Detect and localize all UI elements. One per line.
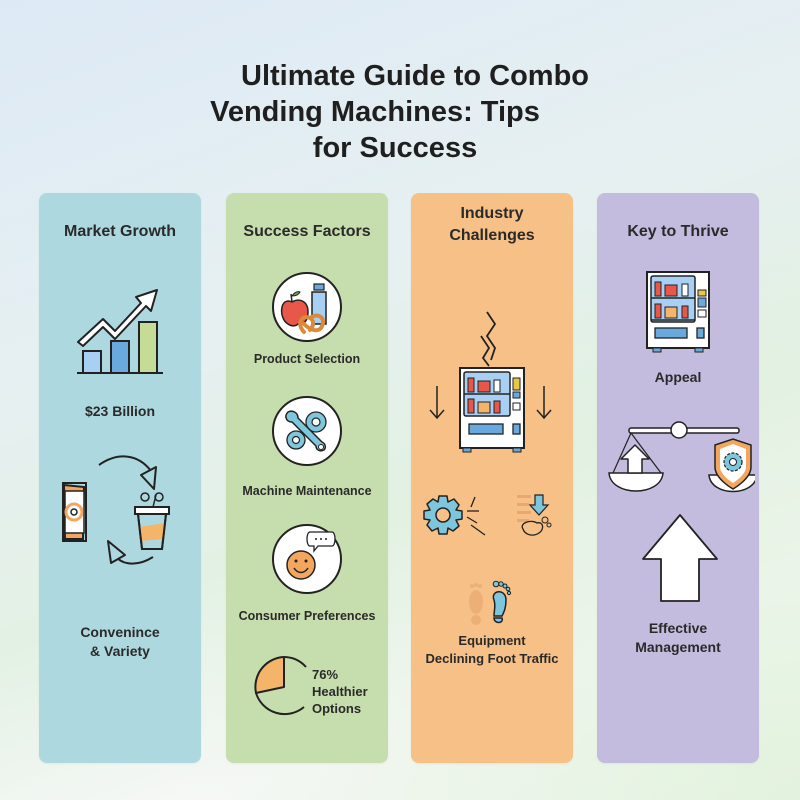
snack-drink-cycle-icon — [62, 455, 170, 565]
title-line-2: Vending Machines: Tips — [210, 96, 540, 128]
panel-heading: Industry Challenges — [449, 205, 535, 244]
product-selection-label: Product Selection — [253, 352, 361, 366]
balance-scale-icon — [608, 421, 755, 493]
consumer-preferences-icon-circle — [272, 524, 342, 594]
footprints-down-icon — [517, 494, 552, 536]
bar-chart-trend-arrow-icon — [77, 289, 163, 374]
machine-maintenance-label: Machine Maintenance — [242, 484, 372, 498]
apple-pretzel-water-icon — [280, 283, 327, 334]
title-line-3: for Success — [312, 132, 478, 164]
panel-heading: Success Factors — [243, 223, 371, 240]
maintenance-icon-circle — [272, 396, 342, 466]
panel-success-factors: Success Factors Product Selection Machin… — [226, 193, 388, 763]
healthier-options-stat: 76% Healthier Options — [312, 667, 368, 716]
panel-heading: Key to Thrive — [627, 223, 729, 240]
convenience-variety-label: Convenince & Variety — [80, 624, 160, 659]
effective-management-label: Effective Management — [635, 620, 721, 655]
vending-machine-icon — [646, 271, 710, 353]
broken-vending-machine-icon — [429, 311, 552, 453]
wrench-gears-icon — [285, 410, 327, 452]
footprints-icon — [469, 580, 512, 625]
healthier-options-percent: 76% — [312, 667, 339, 682]
panel-industry-challenges: Industry Challenges — [411, 193, 573, 763]
broken-gear-icon — [423, 495, 486, 536]
title-line-1: Ultimate Guide to Combo — [241, 60, 589, 92]
up-arrow-icon — [642, 514, 718, 602]
panel-heading: Market Growth — [63, 223, 176, 240]
consumer-preferences-label: Consumer Preferences — [238, 609, 376, 623]
page-title: Ultimate Guide to Combo Vending Machines… — [0, 58, 800, 166]
smiley-speech-bubble-icon — [286, 531, 336, 580]
equipment-foot-traffic-label: Equipment Declining Foot Traffic — [425, 633, 559, 666]
pie-chart-icon — [254, 656, 307, 716]
market-size-label: $23 Billion — [84, 403, 156, 419]
appeal-label: Appeal — [654, 369, 702, 385]
panel-key-to-thrive: Key to Thrive Appeal Eff — [597, 193, 759, 763]
product-selection-icon-circle — [272, 272, 342, 342]
panel-market-growth: Market Growth $23 Billion Convenince & V… — [39, 193, 201, 763]
